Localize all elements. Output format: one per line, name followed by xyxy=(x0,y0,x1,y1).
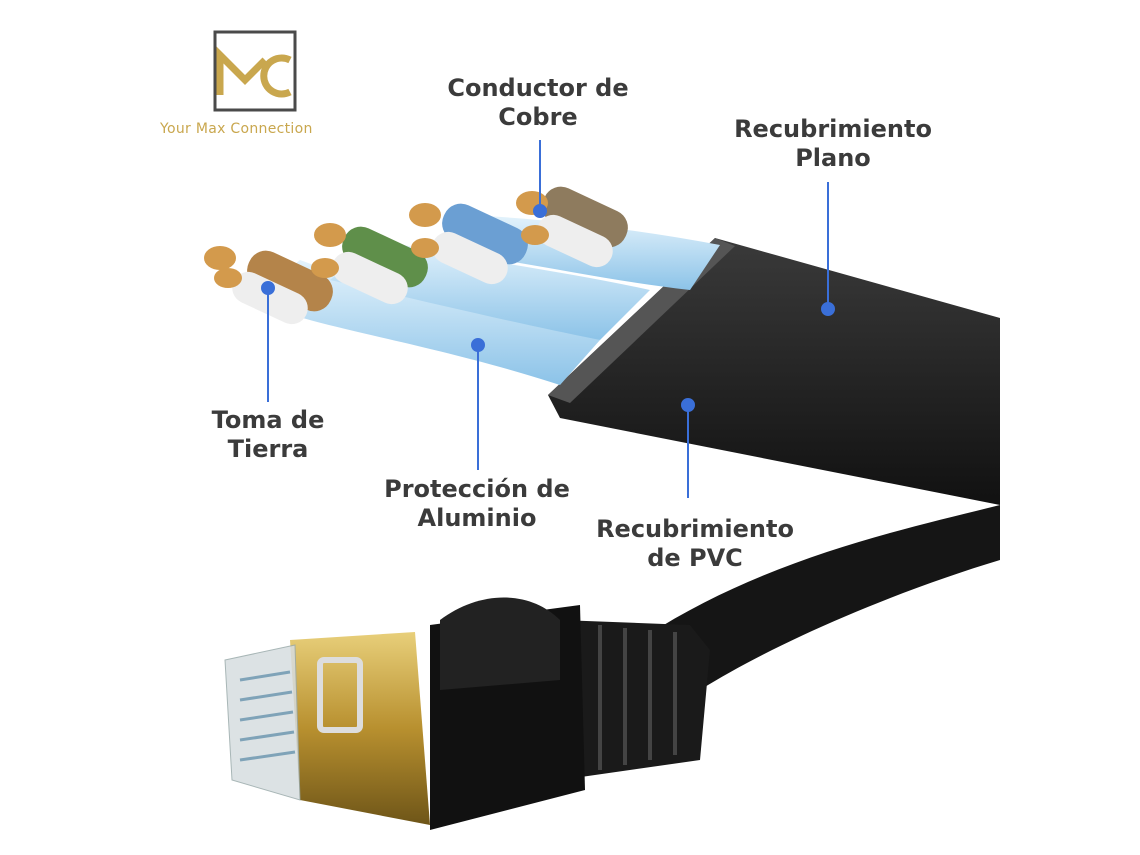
brand-logo xyxy=(213,30,297,112)
label-line: Aluminio xyxy=(417,504,537,532)
label-line: Recubrimiento xyxy=(734,115,932,143)
label-line: de PVC xyxy=(647,544,743,572)
lower-cable xyxy=(640,505,1000,690)
rj45-connector xyxy=(224,597,710,830)
label-line: Cobre xyxy=(498,103,578,131)
pointer-dot xyxy=(261,281,275,295)
label-line: Tierra xyxy=(227,435,309,463)
label-line: Recubrimiento xyxy=(596,515,794,543)
label-line: Toma de xyxy=(211,406,325,434)
pointer-dot xyxy=(681,398,695,412)
brand-tagline: Your Max Connection xyxy=(160,121,313,137)
pointer-dot xyxy=(471,338,485,352)
label-line: Protección de xyxy=(384,475,570,503)
pointer-lines xyxy=(261,140,835,498)
colored-wires xyxy=(232,186,628,325)
label-line: Conductor de xyxy=(447,74,629,102)
pointer-dot xyxy=(821,302,835,316)
pointer-dot xyxy=(533,204,547,218)
label-line: Plano xyxy=(795,144,871,172)
